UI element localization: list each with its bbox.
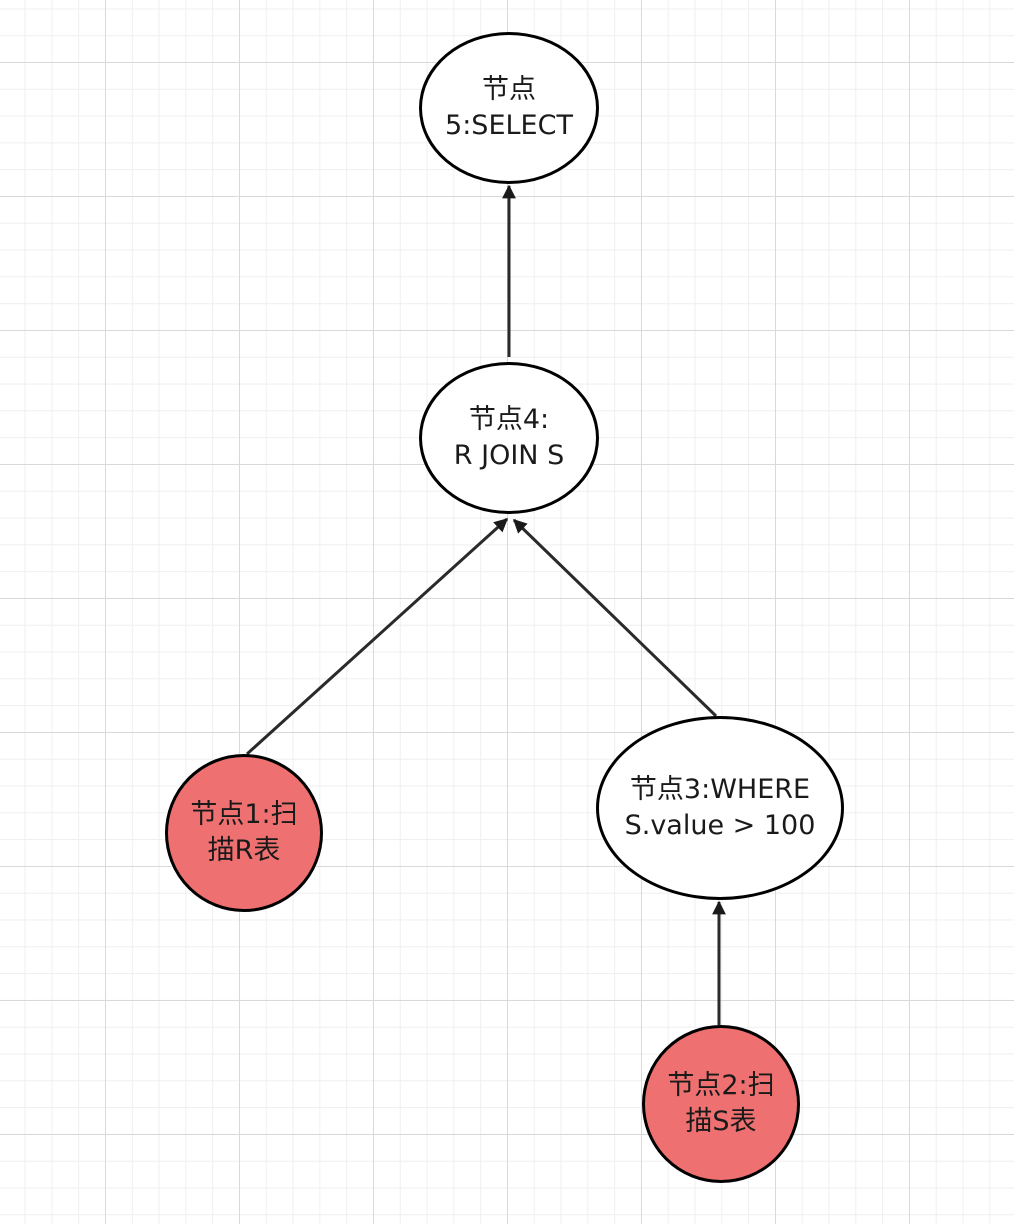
node-where[interactable]: 节点3:WHERE S.value > 100 [596,716,844,900]
node-scan-s-line2: 描S表 [685,1106,757,1137]
node-select-line1: 节点 [482,74,536,105]
node-where-line2: S.value > 100 [624,810,816,841]
node-join-line2: R JOIN S [453,440,565,471]
node-scan-r-line2: 描R表 [207,835,281,866]
node-scan-s-line1: 节点2:扫 [667,1070,775,1101]
node-select[interactable]: 节点 5:SELECT [419,32,599,184]
node-where-line1: 节点3:WHERE [629,774,811,805]
node-join-line1: 节点4: [468,404,550,435]
edge-where-to-join [512,518,718,718]
node-join[interactable]: 节点4: R JOIN S [419,362,599,514]
edge-scan-r-to-join [245,517,509,756]
node-select-line2: 5:SELECT [445,110,573,141]
node-scan-r[interactable]: 节点1:扫 描R表 [165,754,323,912]
node-scan-s[interactable]: 节点2:扫 描S表 [642,1025,800,1183]
node-scan-r-line1: 节点1:扫 [190,799,298,830]
